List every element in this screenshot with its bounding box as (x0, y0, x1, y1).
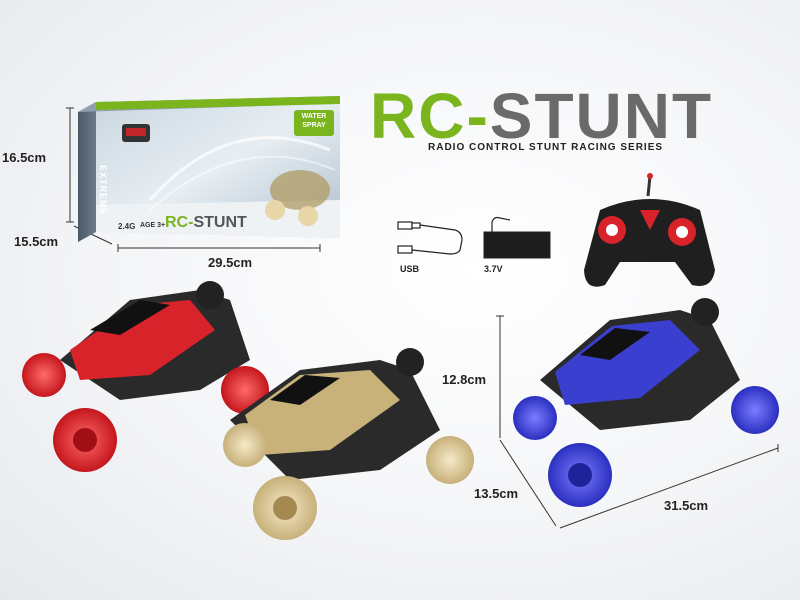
title-stunt: STUNT (489, 80, 714, 152)
box-freq: 2.4G (118, 222, 136, 231)
remote-controller-icon (584, 173, 715, 287)
box-depth-label: 15.5cm (14, 234, 59, 249)
car-dimension-lines (496, 315, 779, 529)
box-width-label: 29.5cm (208, 255, 253, 270)
gold-stunt-car (223, 348, 474, 540)
usb-cable-icon (397, 221, 463, 255)
retail-box (78, 96, 340, 242)
box-sticker-line2: SPRAY (302, 122, 326, 129)
box-age: AGE 3+ (140, 222, 166, 229)
product-title: RC-STUNT (370, 84, 770, 148)
blue-stunt-car (513, 298, 779, 507)
car-height-label: 12.8cm (442, 372, 487, 387)
car-length-label: 31.5cm (664, 498, 709, 513)
box-height-label: 16.5cm (2, 150, 47, 165)
box-brand-rc: RC- (165, 214, 194, 231)
battery-icon (483, 216, 551, 259)
product-subtitle: RADIO CONTROL STUNT RACING SERIES (428, 142, 664, 153)
title-rc: RC- (370, 80, 490, 152)
box-brand-logo: RC-STUNT (165, 214, 247, 232)
usb-label: USB (400, 264, 420, 274)
box-sticker-line1: WATER (301, 113, 327, 120)
box-sticker: WATER SPRAY (294, 112, 334, 130)
car-depth-label: 13.5cm (474, 486, 519, 501)
box-side-text: EXTREME (98, 165, 108, 216)
battery-label: 3.7V (484, 264, 503, 274)
box-brand-stunt: STUNT (193, 214, 247, 231)
